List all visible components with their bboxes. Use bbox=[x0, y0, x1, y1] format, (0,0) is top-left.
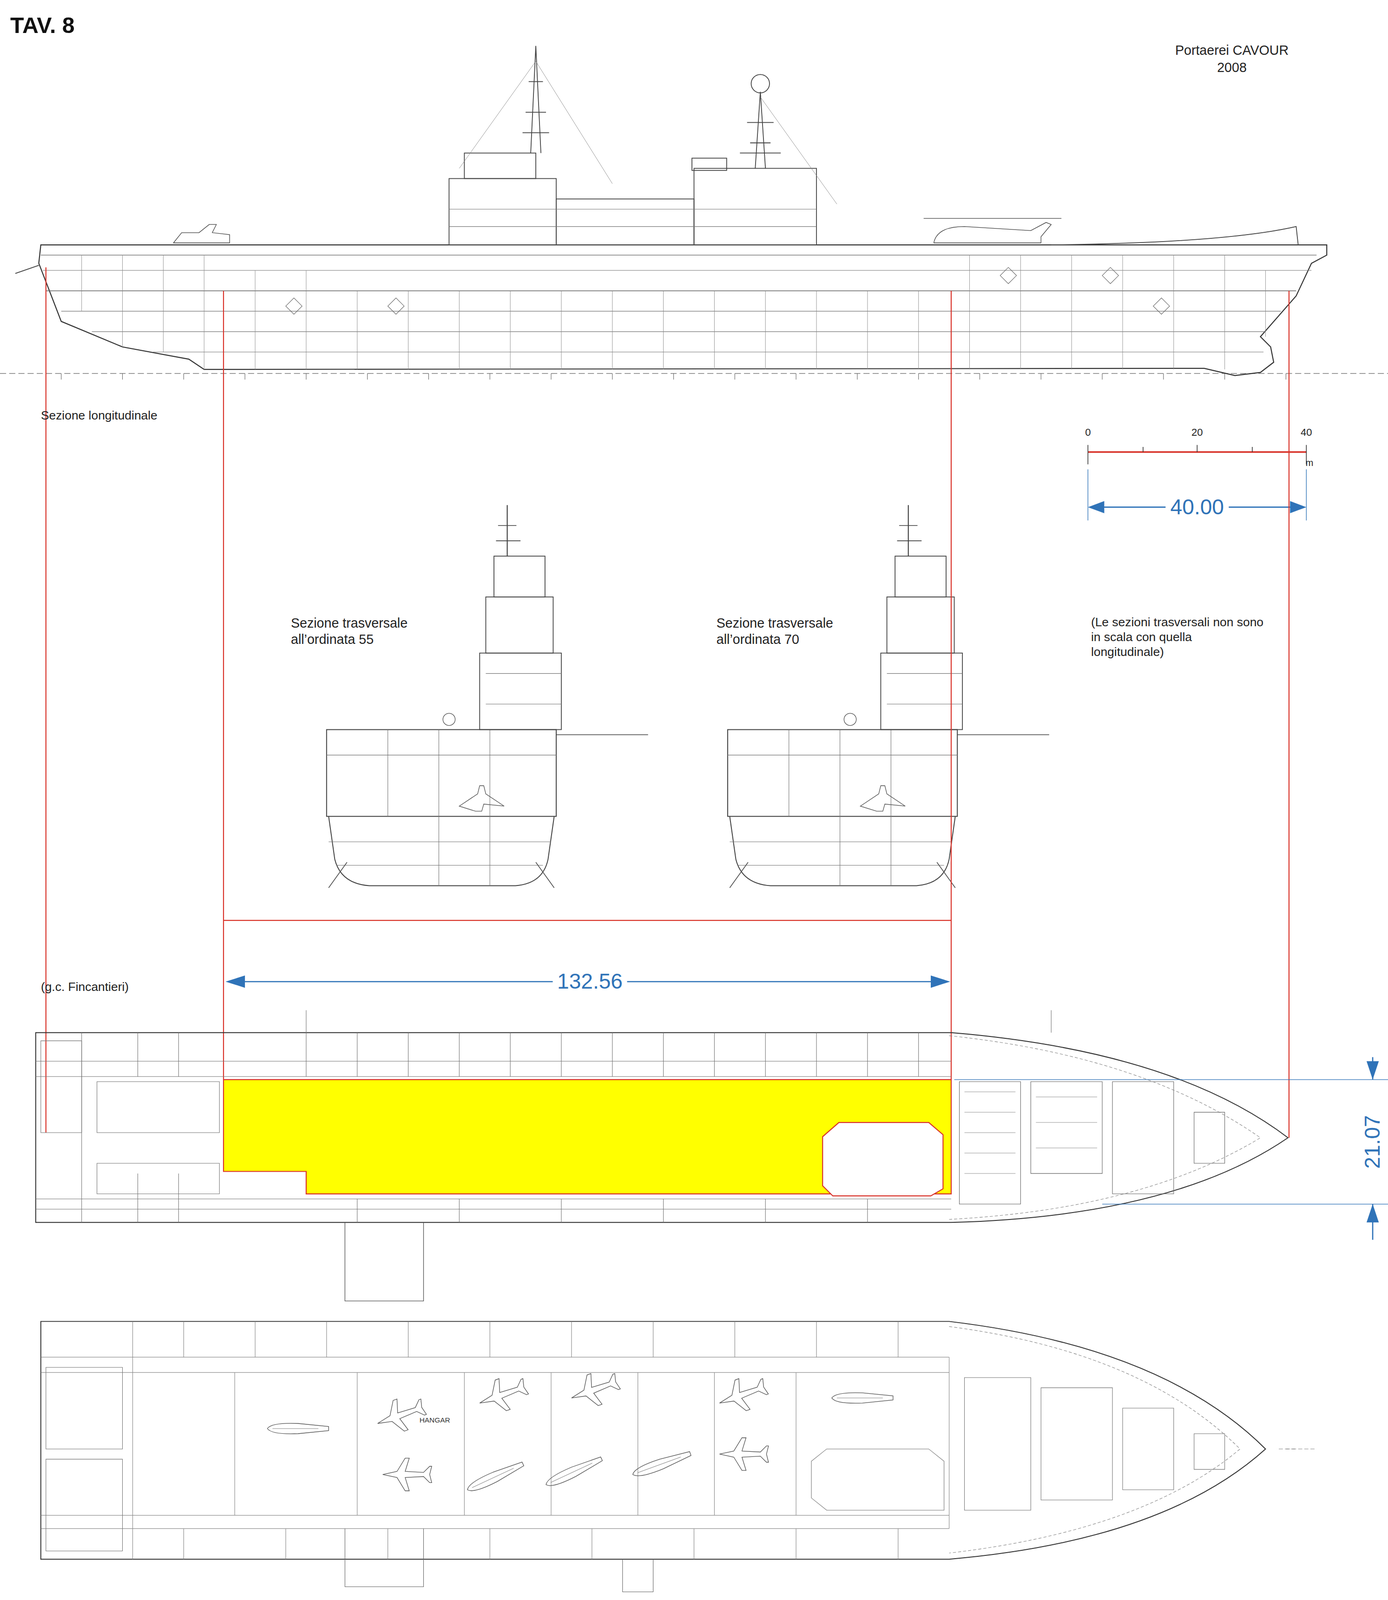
year-label: 2008 bbox=[1216, 59, 1247, 76]
area-label: HANGAR bbox=[414, 1416, 455, 1425]
note-text: (Le sezioni trasversali non sono in scal… bbox=[1091, 615, 1268, 660]
dimension-value: 21.07 bbox=[1359, 1110, 1386, 1174]
ship-name: Portaerei CAVOUR bbox=[1175, 41, 1289, 58]
dimension-value: 132.56 bbox=[552, 968, 628, 995]
view-label: Sezione longitudinale bbox=[40, 408, 158, 424]
scale-tick: 20 bbox=[1191, 426, 1203, 439]
view-label: Sezione trasversale all’ordinata 55 bbox=[290, 615, 445, 648]
scale-tick: 0 bbox=[1085, 426, 1091, 439]
scale-tick: 40 bbox=[1300, 426, 1312, 439]
credit-note: (g.c. Fincantieri) bbox=[40, 980, 129, 995]
dimension-value: 40.00 bbox=[1165, 494, 1229, 520]
view-label: Sezione trasversale all’ordinata 70 bbox=[716, 615, 870, 648]
scale-unit: m bbox=[1305, 457, 1314, 469]
sheet-title: TAV. 8 bbox=[10, 12, 75, 40]
